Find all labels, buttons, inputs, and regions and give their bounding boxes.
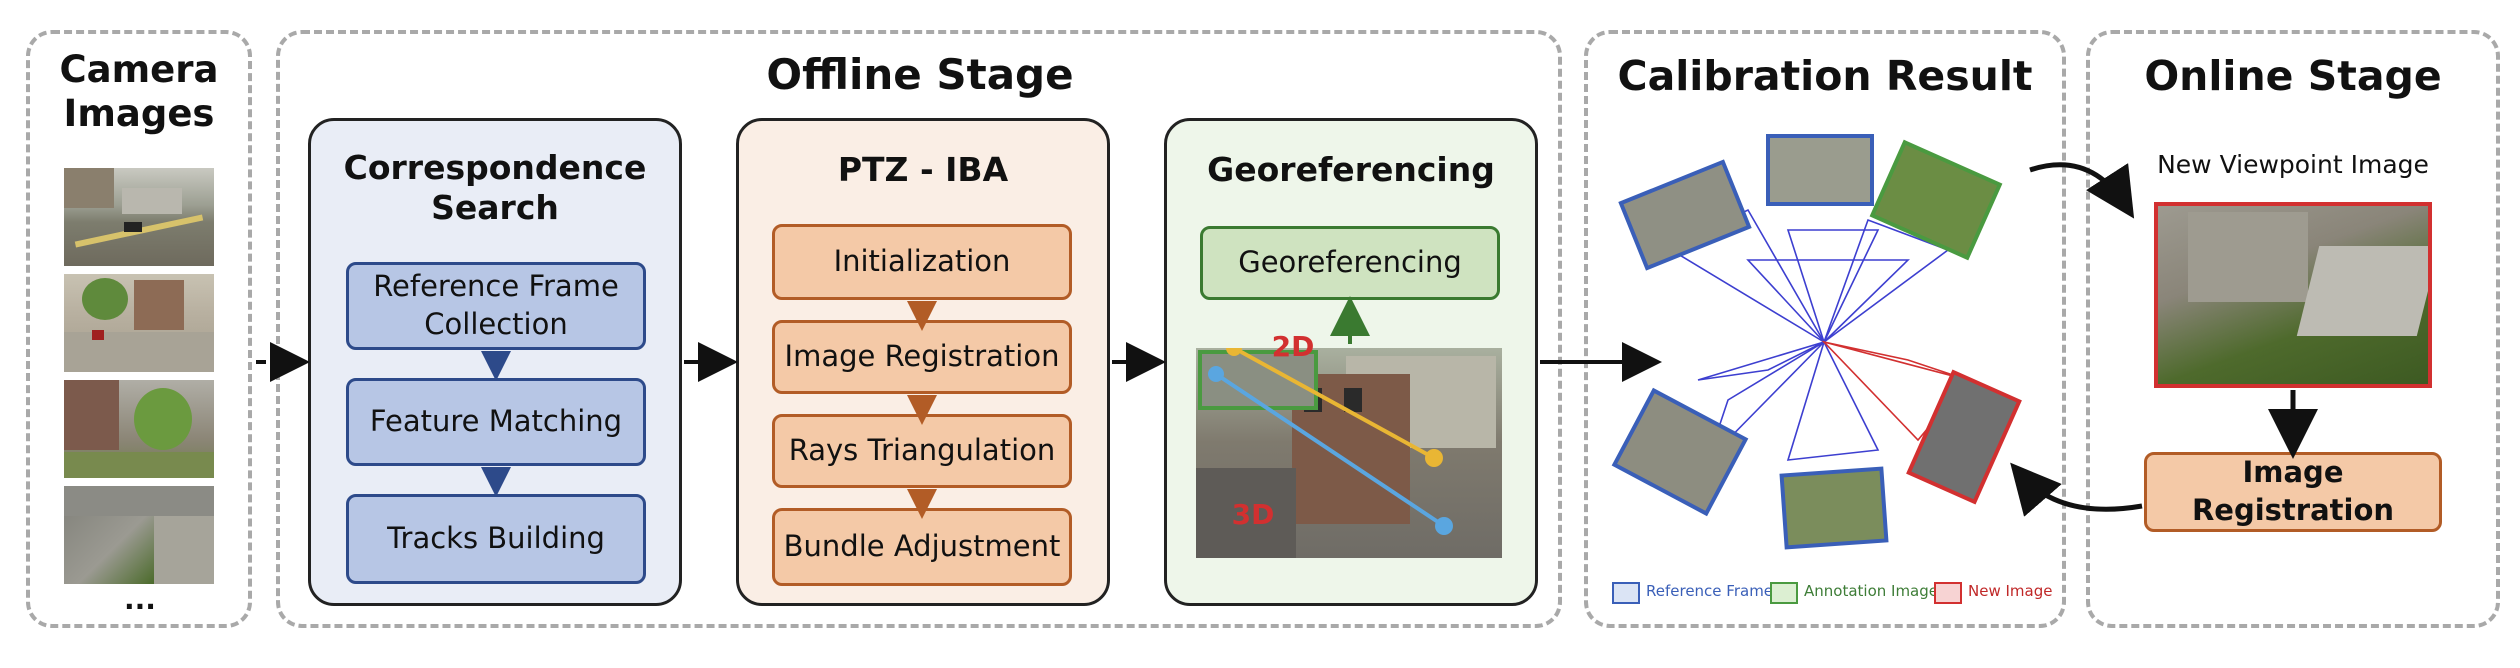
point-3d-blue: [1435, 517, 1453, 535]
legend-swatch-annotation-image: [1770, 582, 1798, 604]
online-stage-section: [2086, 30, 2500, 628]
new-viewpoint-label: New Viewpoint Image: [2157, 150, 2429, 179]
arrow-registration-to-calibration: [2010, 462, 2143, 517]
georeferencing-correspondence-lines: [1208, 348, 1453, 535]
arrow-calibration-to-new-viewpoint: [2029, 162, 2135, 219]
correspondence-line-yellow: [1233, 348, 1435, 460]
camera-image-3: [64, 380, 214, 478]
rays-triangulation-box: Rays Triangulation: [772, 414, 1072, 488]
offline-stage-section: [276, 30, 1562, 628]
tracks-building-box: Tracks Building: [346, 494, 646, 584]
calib-thumb-blue-top: [1766, 134, 1874, 206]
calibration-result-section: [1584, 30, 2066, 628]
frustum-blue-bottom-2: [1697, 341, 1825, 381]
legend-label-annotation-image: Annotation Image: [1804, 582, 1939, 600]
camera-image-4: [64, 486, 214, 584]
calib-thumb-green: [1869, 139, 2003, 261]
frustum-blue-top: [1786, 229, 1880, 343]
camera-image-2: [64, 274, 214, 372]
legend-label-new-image: New Image: [1968, 582, 2053, 600]
label-2d: 2D: [1271, 330, 1315, 363]
camera-images-title: Camera Images: [59, 48, 219, 136]
point-2d-yellow: [1226, 348, 1242, 356]
calib-thumb-blue-bottom-left: [1611, 387, 1749, 517]
frustum-blue-bottom: [1786, 341, 1880, 461]
calibration-result-title: Calibration Result: [1617, 52, 2033, 100]
image-registration-box: Image Registration: [772, 320, 1072, 394]
camera-images-section: [26, 30, 252, 628]
camera-images-ellipsis: ...: [124, 583, 156, 616]
legend-swatch-reference-frame: [1612, 582, 1640, 604]
bundle-adjustment-box: Bundle Adjustment: [772, 508, 1072, 586]
online-stage-title: Online Stage: [2144, 52, 2442, 100]
point-2d-blue: [1208, 366, 1224, 382]
frustum-blue-top-2: [1746, 259, 1910, 343]
reference-frame-collection-box: Reference Frame Collection: [346, 262, 646, 350]
calib-thumb-blue-bottom: [1779, 466, 1889, 550]
initialization-box: Initialization: [772, 224, 1072, 300]
legend-swatch-new-image: [1934, 582, 1962, 604]
label-3d: 3D: [1231, 498, 1275, 531]
online-image-registration-box: Image Registration: [2144, 452, 2442, 532]
point-3d-yellow: [1425, 449, 1443, 467]
camera-image-1: [64, 168, 214, 266]
georeferencing-title: Georeferencing: [1207, 150, 1495, 189]
correspondence-line-blue: [1214, 372, 1446, 528]
legend-label-reference-frame: Reference Frame: [1646, 582, 1774, 600]
new-viewpoint-image: [2154, 202, 2432, 388]
ptz-iba-title: PTZ - IBA: [837, 150, 1009, 189]
camera-frustum-diagram: [1611, 134, 2022, 550]
georeferencing-scene-image: [1196, 348, 1502, 558]
frustum-blue-right: [1823, 218, 1950, 343]
offline-stage-title: Offline Stage: [766, 50, 1074, 99]
correspondence-search-title: Correspondence Search: [343, 148, 647, 227]
calib-thumb-red: [1906, 369, 2022, 505]
calib-thumb-blue-top-left: [1618, 159, 1752, 271]
